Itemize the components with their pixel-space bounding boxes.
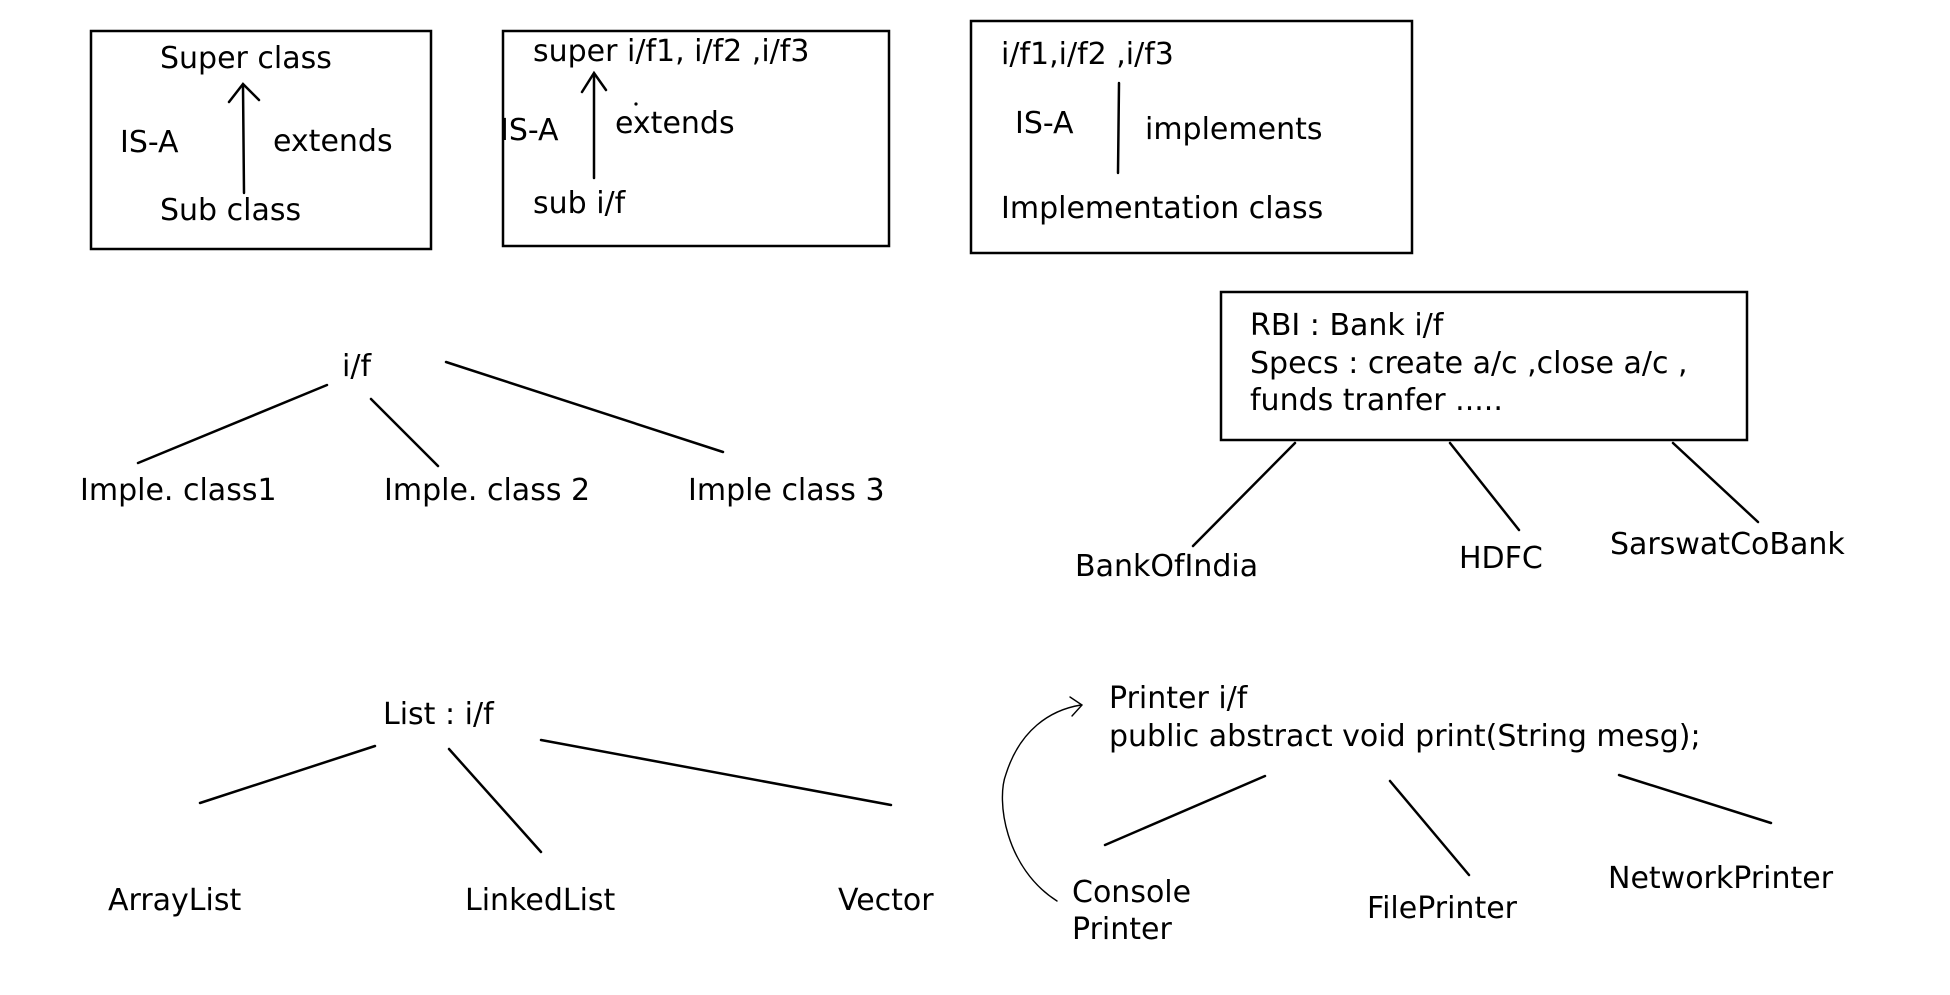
interface-inheritance-frame [501, 29, 891, 248]
console-printer-label-line-1: Console [1072, 875, 1191, 910]
extends-label-1: extends [273, 124, 393, 159]
class-inheritance-box: Super class IS-A extends Sub class [89, 29, 433, 251]
is-a-label-2: IS-A [500, 113, 559, 148]
extends-label-2: extends [615, 106, 735, 141]
rbi-line-2: Specs : create a/c ,close a/c , [1250, 346, 1688, 381]
rbi-line-3: funds tranfer ..... [1250, 383, 1503, 418]
console-printer-label-line-2: Printer [1072, 912, 1172, 947]
curved-arrow [1001, 696, 1084, 902]
arraylist-label: ArrayList [108, 883, 241, 918]
impl-class-1-label: Imple. class1 [80, 473, 277, 508]
interface-implementations-tree: i/f Imple. class1 Imple. class 2 Imple c… [80, 349, 885, 508]
list-edge-1 [198, 744, 377, 805]
is-a-label-1: IS-A [120, 125, 179, 160]
list-interface-tree: List : i/f ArrayList LinkedList Vector [108, 697, 934, 918]
hdfc-label: HDFC [1459, 541, 1543, 576]
implementation-class-label: Implementation class [1001, 191, 1323, 226]
implementation-frame [969, 19, 1414, 255]
implementation-box: i/f1,i/f2 ,i/f3 IS-A implements Implemen… [969, 19, 1414, 255]
sub-class-label: Sub class [160, 193, 301, 228]
impl-class-3-label: Imple class 3 [688, 473, 885, 508]
sub-interface-label: sub i/f [533, 186, 627, 221]
list-edge-3 [539, 738, 893, 807]
rbi-edge-2 [1448, 441, 1521, 532]
impl-class-2-label: Imple. class 2 [384, 473, 590, 508]
sarswat-co-bank-label: SarswatCoBank [1610, 527, 1845, 562]
interface-inheritance-box: super i/f1, i/f2 ,i/f3 IS-A extends sub … [500, 29, 891, 248]
print-method-signature: public abstract void print(String mesg); [1109, 719, 1701, 754]
list-root-label: List : i/f [383, 697, 495, 732]
interface-root-label: i/f [342, 349, 372, 384]
super-class-label: Super class [160, 41, 332, 76]
bank-of-india-label: BankOfIndia [1075, 549, 1258, 584]
file-printer-label: FilePrinter [1367, 891, 1518, 926]
stray-dot [634, 102, 638, 106]
printer-interface-tree: Printer i/f public abstract void print(S… [1001, 681, 1834, 947]
rbi-frame [1219, 290, 1749, 442]
rbi-line-1: RBI : Bank i/f [1250, 308, 1445, 343]
printer-interface-label: Printer i/f [1109, 681, 1249, 716]
vector-label: Vector [838, 883, 934, 918]
up-arrow-2 [580, 70, 608, 180]
rbi-edge-3 [1671, 441, 1760, 524]
printer-edge-3 [1617, 773, 1773, 825]
class-inheritance-frame [89, 29, 433, 251]
implements-label: implements [1145, 112, 1322, 147]
printer-edge-1 [1103, 774, 1267, 847]
interfaces-label: i/f1,i/f2 ,i/f3 [1001, 37, 1174, 72]
up-arrow-1 [227, 82, 261, 195]
tree-if-edge-2 [369, 397, 440, 468]
rbi-edge-1 [1191, 441, 1297, 548]
rbi-bank-tree: RBI : Bank i/f Specs : create a/c ,close… [1075, 290, 1845, 584]
tree-if-edge-1 [136, 383, 329, 465]
list-edge-2 [447, 747, 543, 854]
network-printer-label: NetworkPrinter [1608, 861, 1834, 896]
is-a-label-3: IS-A [1015, 106, 1074, 141]
printer-edge-2 [1388, 779, 1471, 877]
tree-if-edge-3 [444, 360, 725, 454]
implements-line [1116, 81, 1121, 175]
linkedlist-label: LinkedList [465, 883, 616, 918]
super-interfaces-label: super i/f1, i/f2 ,i/f3 [533, 34, 809, 69]
